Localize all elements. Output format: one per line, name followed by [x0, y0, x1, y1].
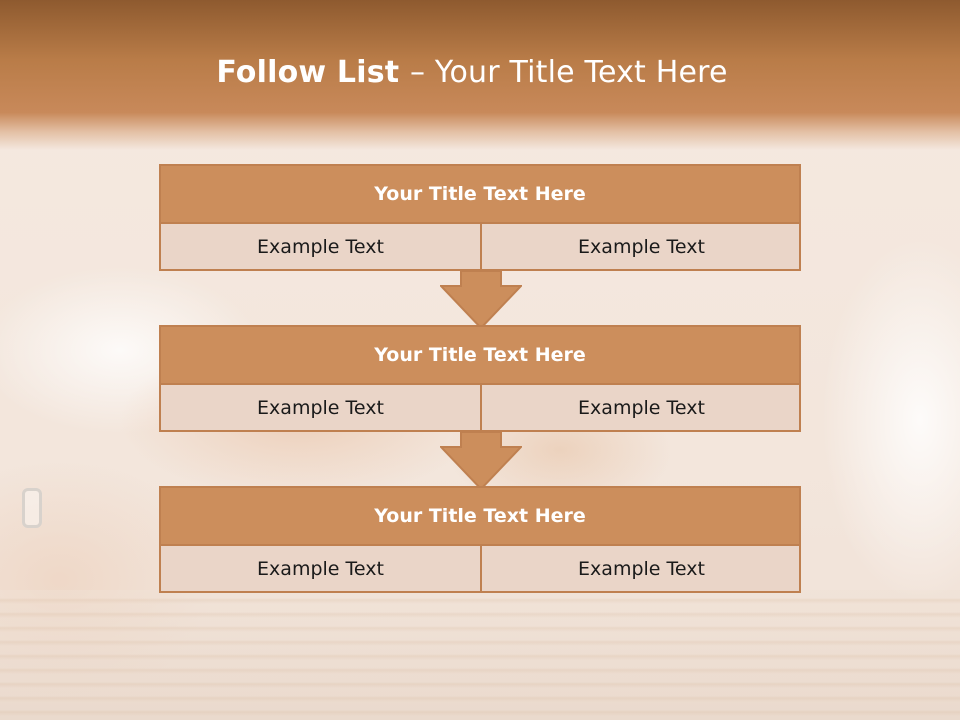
- flow-box-left-text: Example Text: [161, 385, 482, 430]
- down-arrow-icon: [440, 432, 522, 490]
- flow-box-left-text: Example Text: [161, 224, 482, 269]
- flow-box-right-text: Example Text: [578, 235, 705, 258]
- header-band: [0, 0, 960, 150]
- down-arrow-icon: [440, 271, 522, 329]
- flow-box-title: Your Title Text Here: [161, 327, 799, 385]
- slide-title: Follow List – Your Title Text Here: [0, 55, 944, 90]
- slide-title-bold: Follow List: [216, 55, 410, 90]
- flow-box-2: Your Title Text Here Example Text Exampl…: [159, 325, 801, 432]
- slide-title-rest: – Your Title Text Here: [409, 55, 728, 90]
- flow-box-1: Your Title Text Here Example Text Exampl…: [159, 164, 801, 271]
- flow-box-left-text: Example Text: [161, 546, 482, 591]
- flow-box-right-text: Example Text: [578, 396, 705, 419]
- water-reflection: [0, 590, 960, 720]
- flow-box-title: Your Title Text Here: [161, 166, 799, 224]
- flow-box-right-text: Example Text: [578, 557, 705, 580]
- ring-icon: [22, 488, 42, 528]
- flow-box-title: Your Title Text Here: [161, 488, 799, 546]
- flow-box-3: Your Title Text Here Example Text Exampl…: [159, 486, 801, 593]
